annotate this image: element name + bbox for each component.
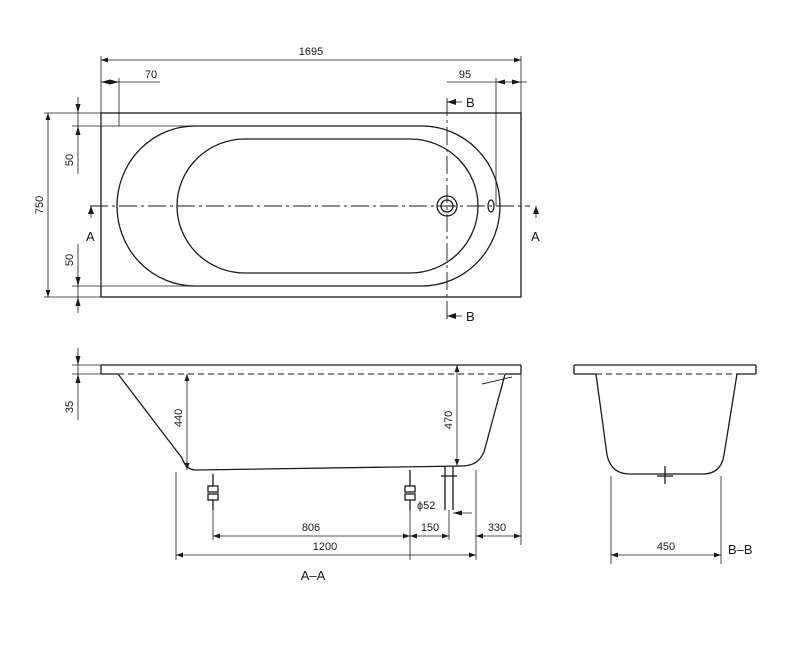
section-a-caption: A–A [301, 568, 326, 583]
dim-foot-spacing: 806 [302, 522, 320, 534]
dim-drain-offset: 150 [421, 522, 439, 534]
dim-right-offset: 95 [459, 69, 471, 81]
end-tub-body [595, 373, 738, 475]
side-view-a-a: 35 440 470 ϕ52 806 150 330 1200 A–A [64, 348, 522, 583]
dim-depth-left: 440 [173, 409, 185, 427]
tub-inner-outline [116, 125, 501, 287]
plan-view: 1695 70 95 B B A A 750 [34, 46, 540, 324]
section-b-top-label: B [466, 95, 475, 110]
dim-rim-bottom: 50 [64, 254, 76, 266]
dim-overall-length: 1695 [299, 46, 323, 58]
dim-end-offset: 330 [488, 522, 506, 534]
dim-end-width: 450 [657, 541, 675, 553]
section-a-left-label: A [86, 229, 95, 244]
dim-overall-width: 750 [34, 196, 46, 214]
tub-bottom-oval [176, 138, 479, 274]
dim-rim-height: 35 [64, 401, 76, 413]
tub-outer-rim [100, 112, 522, 298]
dim-support-length: 1200 [313, 541, 337, 553]
dim-rim-top: 50 [64, 154, 76, 166]
dim-drain-diameter: ϕ52 [417, 500, 435, 512]
dim-depth-right: 470 [443, 411, 455, 429]
foot-right [404, 470, 416, 510]
overflow-hole [487, 199, 495, 213]
foot-left [207, 474, 219, 510]
dim-left-offset: 70 [145, 69, 157, 81]
section-a-right-label: A [531, 229, 540, 244]
end-view-b-b: 450 B–B [573, 364, 757, 564]
section-b-bottom-label: B [466, 309, 475, 324]
section-b-caption: B–B [728, 542, 753, 557]
